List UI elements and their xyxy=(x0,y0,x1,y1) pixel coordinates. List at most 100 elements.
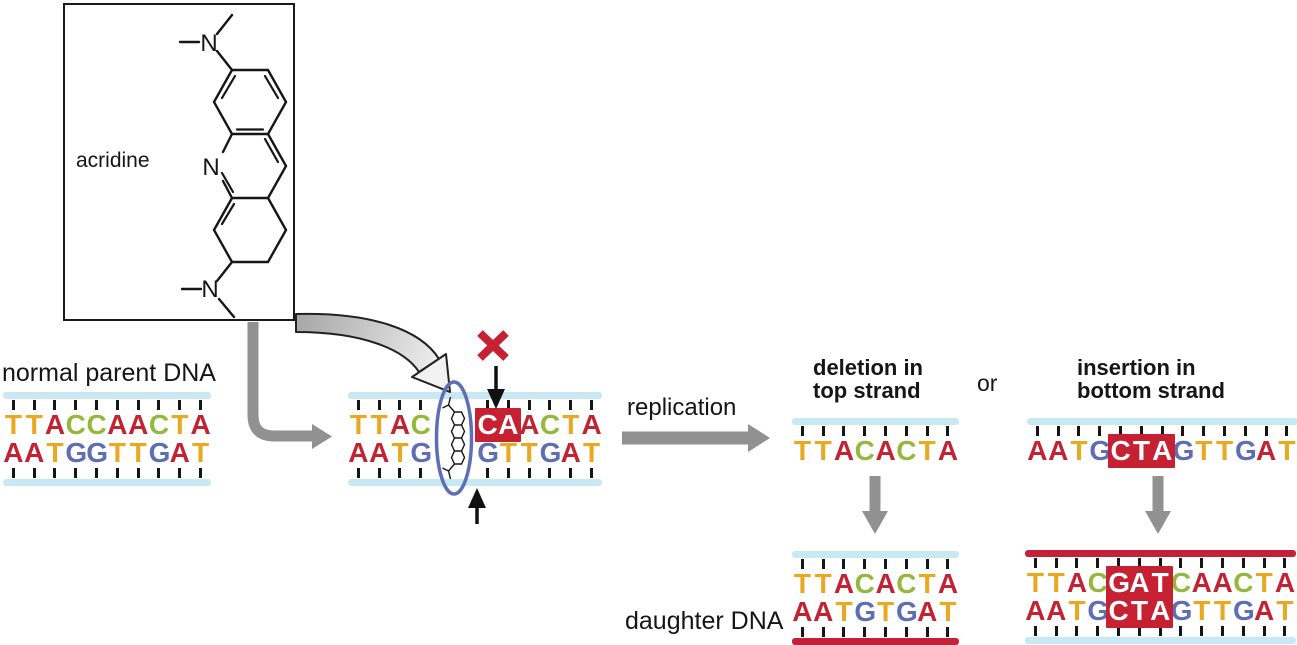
acridine-box: acridine N N N xyxy=(63,3,295,321)
bond-tick xyxy=(519,467,540,479)
bond-tick xyxy=(410,467,431,479)
base-G: G xyxy=(854,596,877,627)
bond-tick xyxy=(896,558,917,570)
bond-tick xyxy=(149,467,170,479)
backbone-new-strand xyxy=(792,638,959,645)
base-A: A xyxy=(1274,567,1296,598)
base-T: T xyxy=(370,409,388,440)
bond-tick xyxy=(1150,625,1171,637)
bond-tick xyxy=(24,399,45,411)
acridine-double-bonds xyxy=(220,74,280,226)
or-label: or xyxy=(977,370,998,396)
bond-tick xyxy=(938,558,959,570)
backbone-bottom xyxy=(348,479,602,486)
base-C: C xyxy=(86,409,107,440)
base-T: T xyxy=(192,437,210,468)
bond-tick xyxy=(149,399,170,411)
bond-tick xyxy=(1212,557,1233,569)
bond-tick xyxy=(581,399,602,411)
base-C: C xyxy=(148,409,170,440)
base-A: A xyxy=(389,409,411,440)
base-G: G xyxy=(1172,435,1195,466)
base-T: T xyxy=(1070,435,1088,466)
deletion-title-line1: deletion in xyxy=(813,355,923,380)
bond-tick xyxy=(813,558,834,570)
base-T: T xyxy=(793,435,811,466)
bond-tick xyxy=(917,626,938,638)
base-A: A xyxy=(1027,435,1048,466)
bond-tick xyxy=(1152,425,1173,437)
base-C: C xyxy=(854,568,875,599)
bond-tick xyxy=(169,467,190,479)
base-T: T xyxy=(793,568,811,599)
deletion-title-line2: top strand xyxy=(813,378,921,403)
base-A: A xyxy=(3,437,24,468)
base-A: A xyxy=(1046,595,1067,626)
insertion-branch-title: insertion in bottom strand xyxy=(1077,356,1225,402)
bond-ticks xyxy=(792,626,959,638)
base-C: C xyxy=(539,409,561,440)
base-T: T xyxy=(877,596,895,627)
bond-tick xyxy=(560,467,581,479)
acridine-structure: N N N xyxy=(178,13,288,319)
bond-tick xyxy=(1256,425,1277,437)
base-A: A xyxy=(1129,567,1150,598)
base-A: A xyxy=(917,596,938,627)
intercalation-gap xyxy=(431,467,477,479)
base-T: T xyxy=(1026,567,1044,598)
bond-tick xyxy=(1108,557,1129,569)
nitrogen-bottom-label: N xyxy=(201,276,218,303)
bond-tick xyxy=(834,626,855,638)
base-A: A xyxy=(1191,567,1212,598)
bond-tick xyxy=(1191,625,1212,637)
base-T: T xyxy=(1193,595,1211,626)
nitrogen-top-label: N xyxy=(200,30,217,57)
base-A: A xyxy=(560,437,581,468)
bond-ticks xyxy=(1027,425,1297,437)
bond-tick xyxy=(1067,557,1088,569)
bond-tick xyxy=(128,399,149,411)
base-A: A xyxy=(519,409,540,440)
daughter-dna-label: daughter DNA xyxy=(625,607,784,635)
bond-tick xyxy=(1275,557,1296,569)
base-T: T xyxy=(4,409,22,440)
bond-tick xyxy=(1067,625,1088,637)
bond-tick xyxy=(875,425,896,437)
bond-ticks xyxy=(1025,557,1296,569)
bond-tick xyxy=(519,399,540,411)
base-T: T xyxy=(562,409,580,440)
base-A: A xyxy=(1212,567,1233,598)
bond-tick xyxy=(792,425,813,437)
bond-tick xyxy=(190,399,211,411)
bond-tick xyxy=(3,399,24,411)
insertion-title-line1: insertion in xyxy=(1077,355,1196,380)
bond-tick xyxy=(1254,557,1275,569)
backbone-top xyxy=(792,551,959,558)
bond-tick xyxy=(348,467,369,479)
bond-tick xyxy=(1048,425,1069,437)
base-T: T xyxy=(349,409,367,440)
backbone-top xyxy=(1027,418,1297,425)
bond-tick xyxy=(938,626,959,638)
deletion-branch-title: deletion in top strand xyxy=(813,356,923,402)
base-A: A xyxy=(833,435,855,466)
bond-tick xyxy=(938,425,959,437)
bond-tick xyxy=(1214,425,1235,437)
bond-tick xyxy=(369,399,390,411)
normal-parent-dna-label: normal parent DNA xyxy=(2,359,216,387)
bond-tick xyxy=(1233,625,1254,637)
bond-tick xyxy=(1150,557,1171,569)
bond-tick xyxy=(854,425,875,437)
